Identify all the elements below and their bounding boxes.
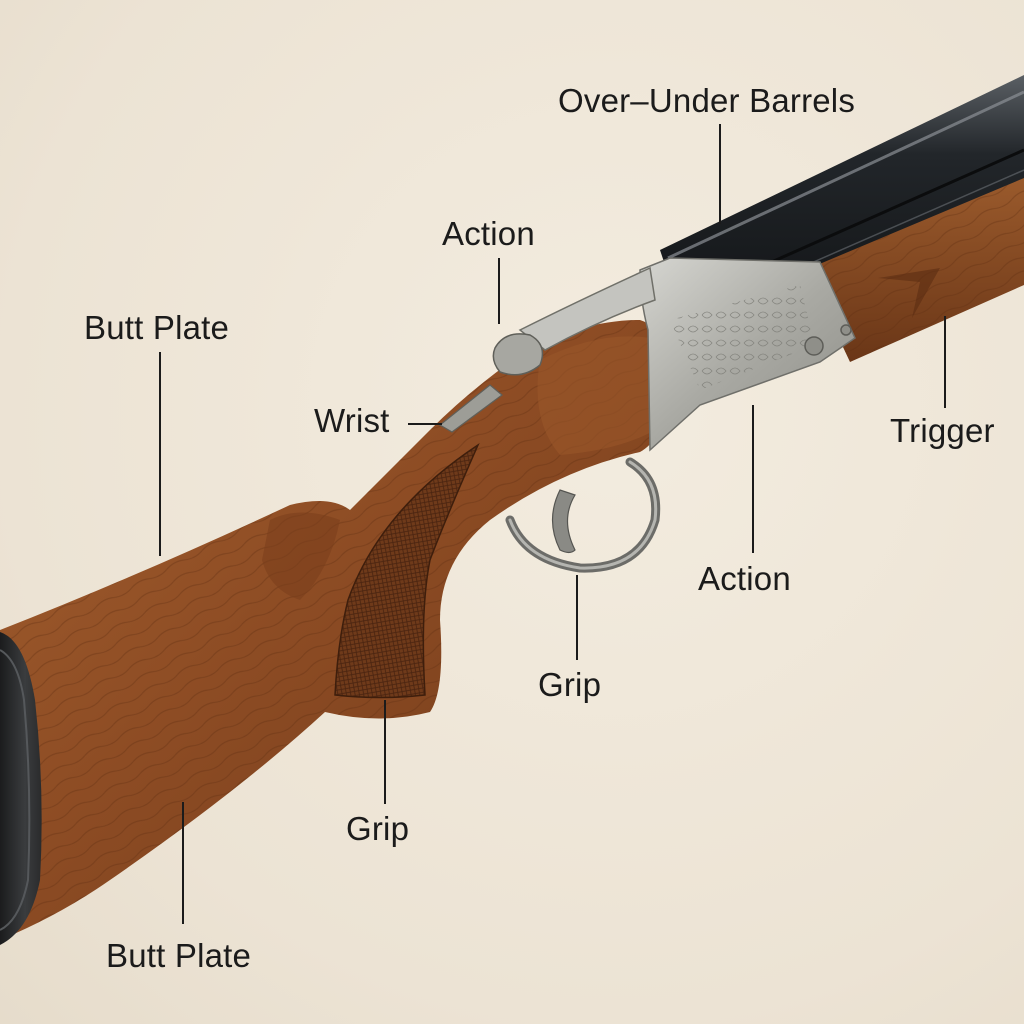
leader-trigger: [944, 316, 946, 408]
leader-grip-right: [576, 575, 578, 660]
grip-checkering: [334, 442, 480, 699]
label-butt-plate-top: Butt Plate: [84, 309, 230, 346]
butt-pad: [0, 632, 42, 945]
receiver: [438, 257, 856, 452]
label-trigger: Trigger: [890, 412, 995, 449]
label-action-top: Action: [442, 215, 535, 252]
leader-action-top: [498, 258, 500, 324]
label-over-under-barrels: Over–Under Barrels: [558, 82, 856, 119]
label-wrist: Wrist: [314, 402, 390, 439]
label-grip-bottom: Grip: [346, 810, 410, 847]
label-action-right: Action: [698, 560, 791, 597]
leader-over-under-barrels: [719, 124, 721, 224]
leader-butt-plate-bottom: [182, 802, 184, 924]
leader-action-right: [752, 405, 754, 553]
stock: [0, 320, 669, 940]
forend: [810, 178, 1024, 362]
label-butt-plate-bottom: Butt Plate: [106, 937, 252, 974]
leader-wrist: [408, 423, 442, 425]
label-grip-right: Grip: [538, 666, 602, 703]
trigger-guard: [505, 457, 661, 573]
leader-grip-bottom: [384, 700, 386, 804]
leader-butt-plate-top: [159, 352, 161, 556]
